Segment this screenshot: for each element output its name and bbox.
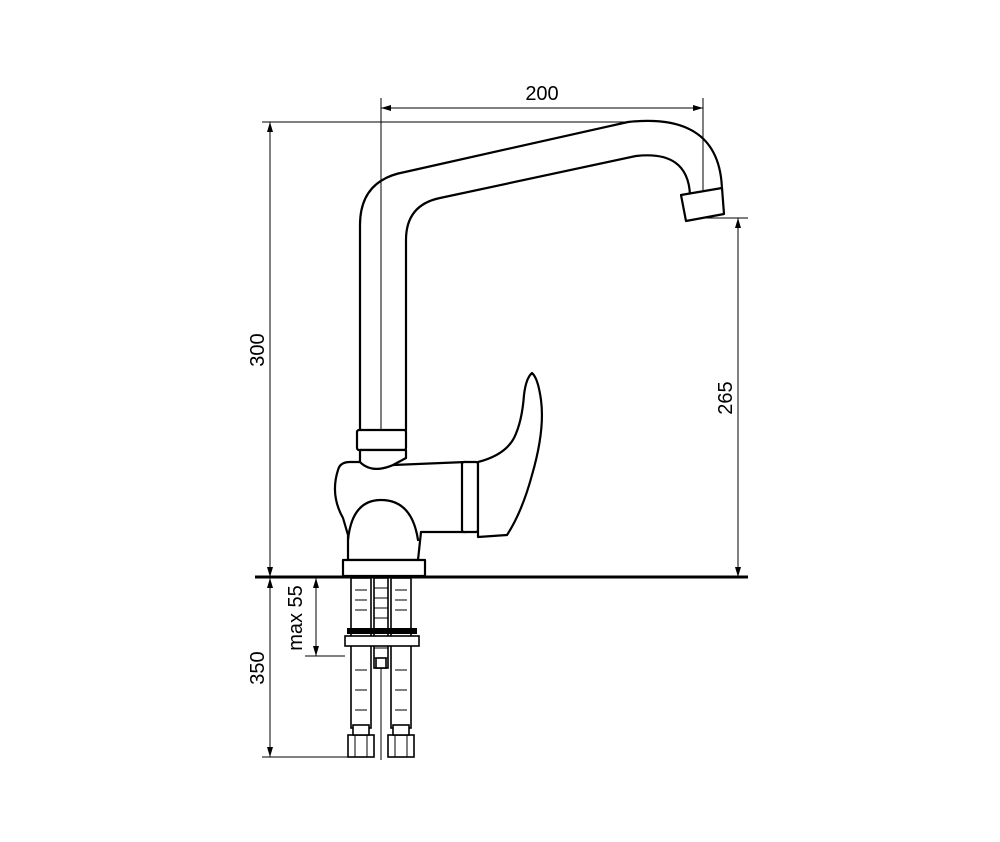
base-flange bbox=[341, 558, 427, 578]
mounting-plate bbox=[344, 635, 420, 647]
dim-max-deck-thickness-label: max 55 bbox=[285, 585, 307, 651]
supply-hoses bbox=[344, 577, 420, 758]
dim-spout-reach: 200 bbox=[381, 83, 704, 190]
dim-outlet-height-label: 265 bbox=[715, 381, 737, 414]
spout-collar bbox=[355, 428, 408, 452]
cartridge-cover bbox=[460, 460, 480, 534]
dim-spout-reach-label: 200 bbox=[525, 83, 558, 105]
hose-fitting-left bbox=[347, 734, 375, 758]
hose-fitting-right bbox=[387, 734, 415, 758]
mounting-washer bbox=[347, 628, 417, 634]
aerator bbox=[679, 186, 726, 223]
dim-max-deck-thickness: max 55 bbox=[285, 578, 345, 657]
lever-handle[interactable] bbox=[476, 371, 544, 539]
dim-total-height: 300 bbox=[247, 121, 630, 578]
faucet-body bbox=[333, 448, 480, 578]
spout bbox=[358, 119, 726, 432]
dim-hose-length: 350 bbox=[247, 578, 350, 758]
dim-outlet-height: 265 bbox=[703, 217, 748, 577]
dim-total-height-label: 300 bbox=[247, 333, 269, 366]
dim-hose-length-label: 350 bbox=[247, 651, 269, 684]
